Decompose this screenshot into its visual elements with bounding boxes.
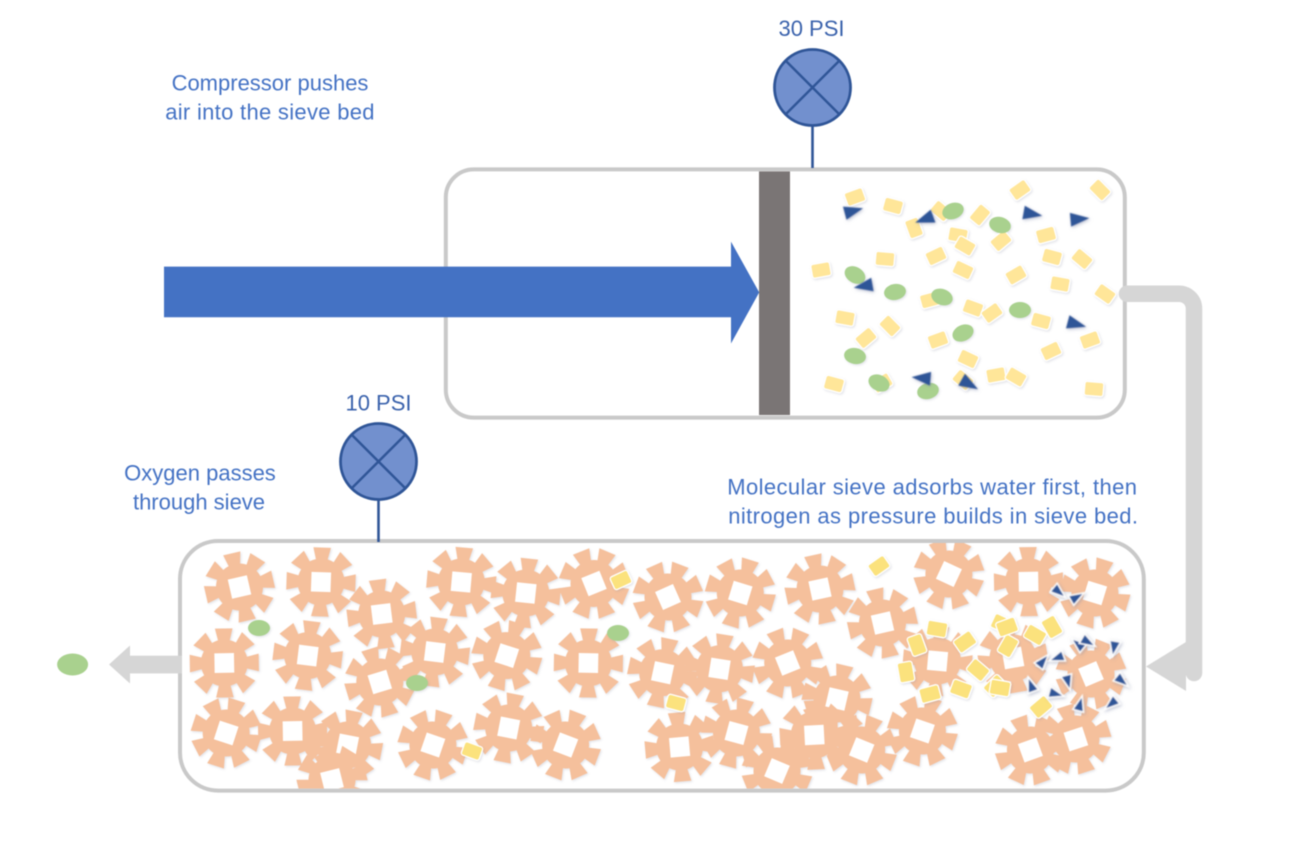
svg-text:Compressor pushes: Compressor pushes: [172, 71, 369, 96]
svg-text:through sieve: through sieve: [133, 490, 265, 515]
svg-text:Oxygen passes: Oxygen passes: [124, 461, 276, 486]
svg-text:10 PSI: 10 PSI: [345, 390, 411, 415]
svg-text:nitrogen as pressure builds in: nitrogen as pressure builds in sieve bed…: [728, 503, 1138, 528]
svg-text:Molecular sieve adsorbs water: Molecular sieve adsorbs water first, the…: [727, 475, 1137, 500]
svg-text:air into the sieve bed: air into the sieve bed: [165, 99, 375, 124]
svg-text:30 PSI: 30 PSI: [778, 16, 844, 41]
